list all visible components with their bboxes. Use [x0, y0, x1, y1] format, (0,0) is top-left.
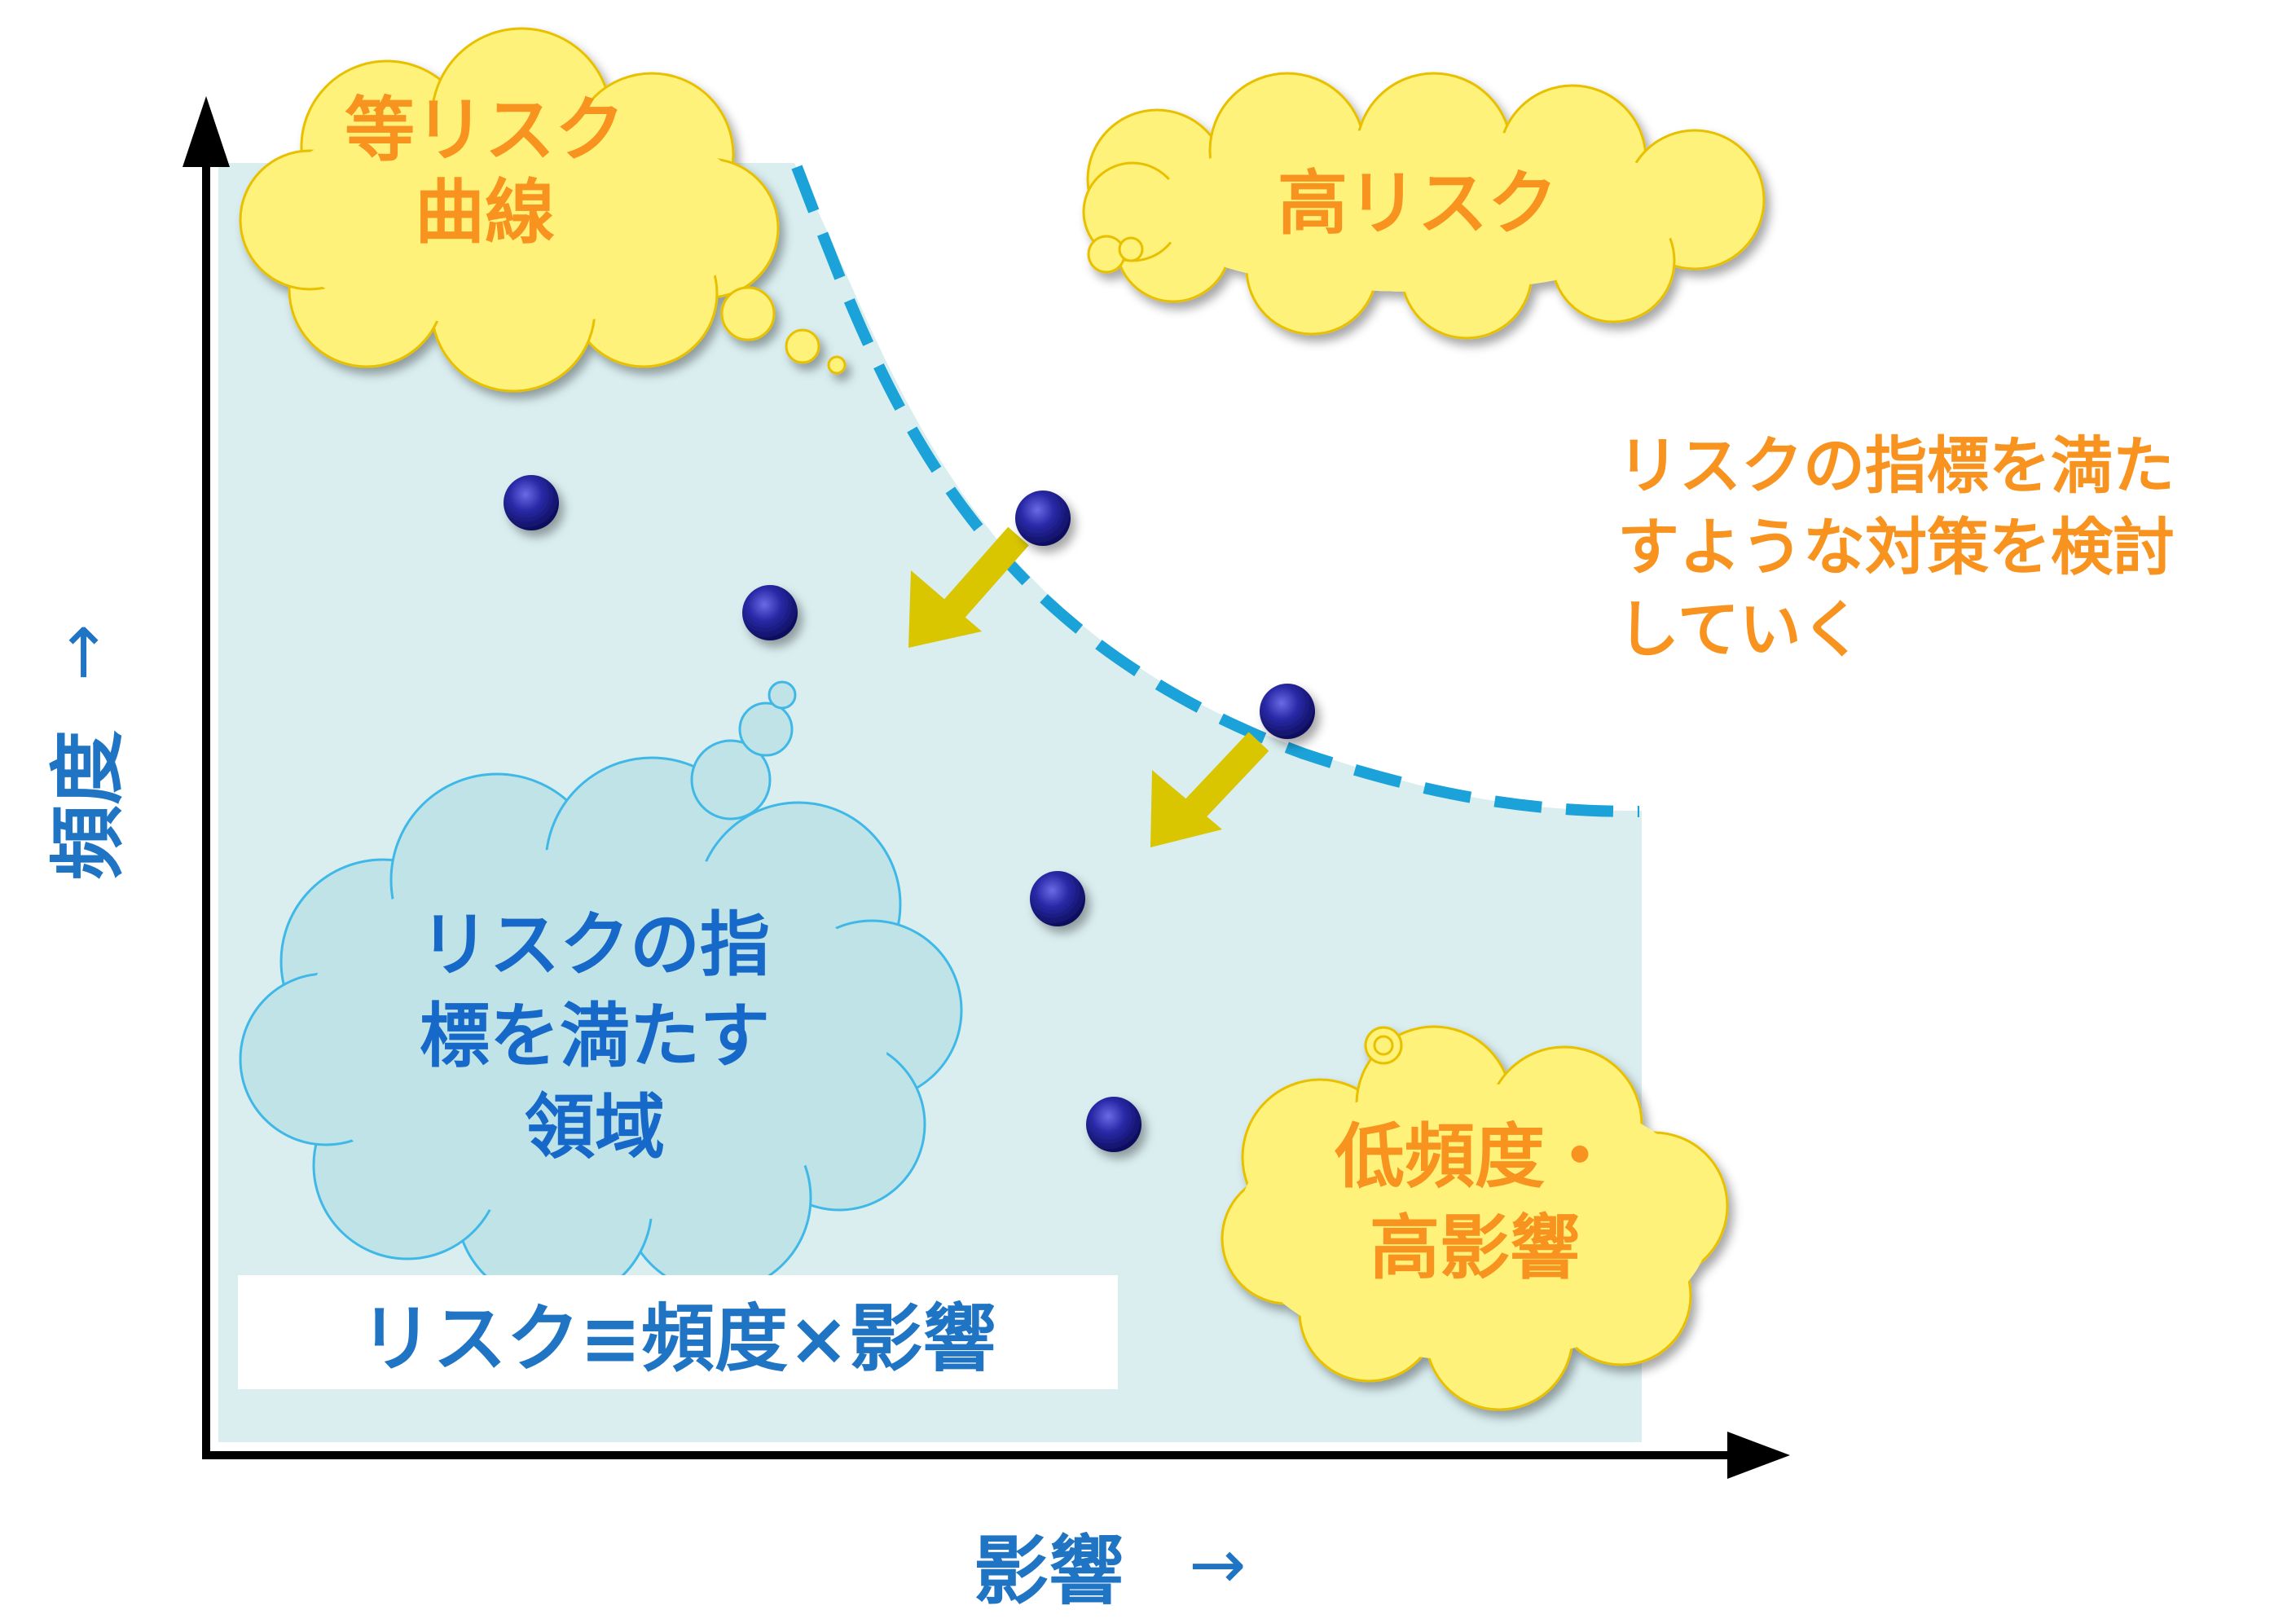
x-axis-title: 影響: [974, 1527, 1124, 1615]
mitigation-arrow-1: [908, 526, 1029, 648]
y-axis-title: 頻度: [44, 729, 132, 880]
iso-risk-curve: [791, 165, 1640, 817]
risk-formula: リスク≡頻度×影響: [238, 1275, 1118, 1389]
x-axis-direction-arrow: →: [1189, 1524, 1247, 1604]
y-axis-arrowhead: [183, 96, 230, 167]
risk-point: [1086, 1097, 1141, 1152]
x-axis-label: 影響 →: [974, 1520, 1247, 1615]
mitigation-arrow-2: [1150, 732, 1269, 847]
risk-point: [1260, 684, 1315, 739]
risk-point: [742, 585, 798, 640]
x-axis-arrowhead: [1727, 1432, 1790, 1479]
risk-point: [504, 475, 559, 530]
y-axis-direction-arrow: →: [42, 623, 121, 681]
risk-point: [1030, 871, 1085, 926]
low-freq-high-impact-label: 低頻度・ 高影響: [1335, 1116, 1615, 1289]
high-risk-cloud: [1082, 72, 1766, 340]
low-freq-high-impact-cloud: [1221, 1025, 1729, 1411]
iso-risk-label: 等リスク 曲線: [345, 90, 625, 254]
mitigation-note-text: リスクの指標を満た すような対策を検討 していく: [1617, 429, 2175, 666]
high-risk-label: 高リスク: [1278, 163, 1558, 244]
risk-point: [1015, 491, 1071, 546]
iso-risk-cloud: [239, 27, 847, 393]
risk-points: [504, 475, 1315, 1152]
risk-formula-text: リスク≡頻度×影響: [359, 1296, 996, 1382]
acceptable-area-cloud: [239, 680, 963, 1305]
y-axis-label: 頻度 →: [33, 456, 132, 880]
acceptable-area-label: リスクの指 標を満たす 領域: [420, 904, 770, 1168]
